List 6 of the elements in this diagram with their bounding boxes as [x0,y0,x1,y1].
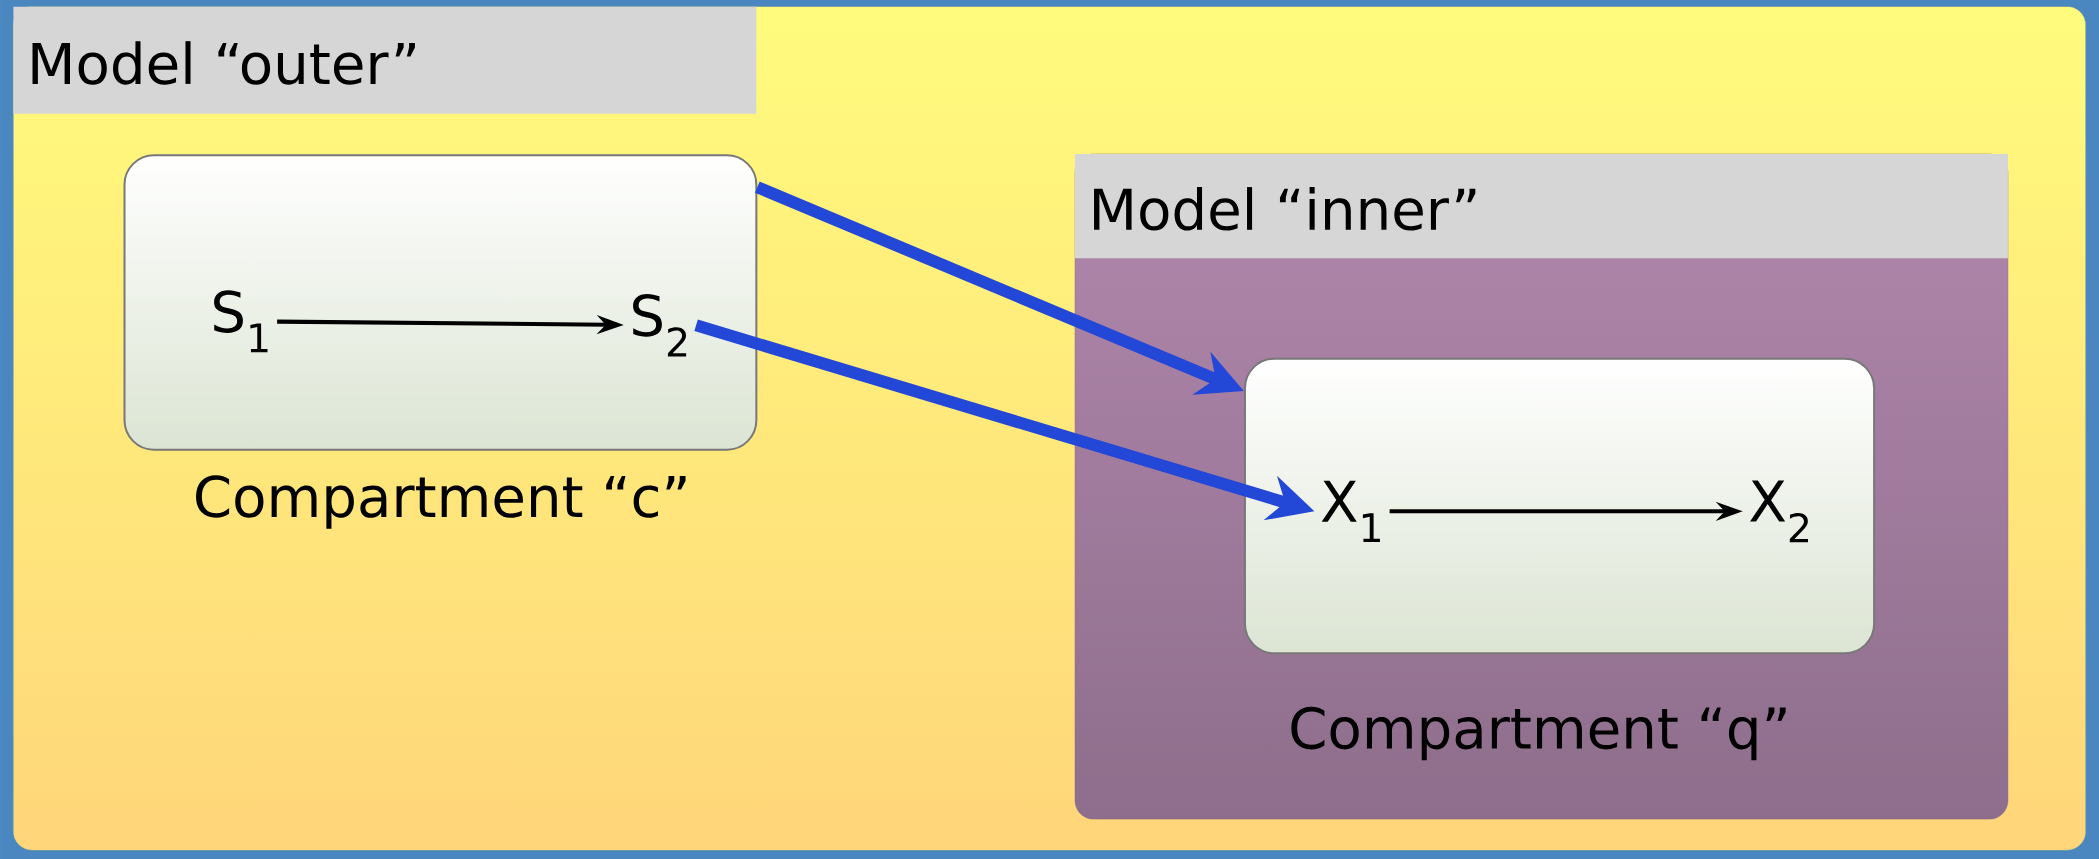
species-label: S$_{2}$ [633,294,687,357]
node-label: Compartment “q” [1291,706,1786,761]
species-label: X$_{1}$ [1321,480,1380,542]
node-label: Compartment “c” [196,475,686,529]
species-label: X$_{2}$ [1750,480,1808,543]
species-label: S$_{1}$ [214,290,268,353]
